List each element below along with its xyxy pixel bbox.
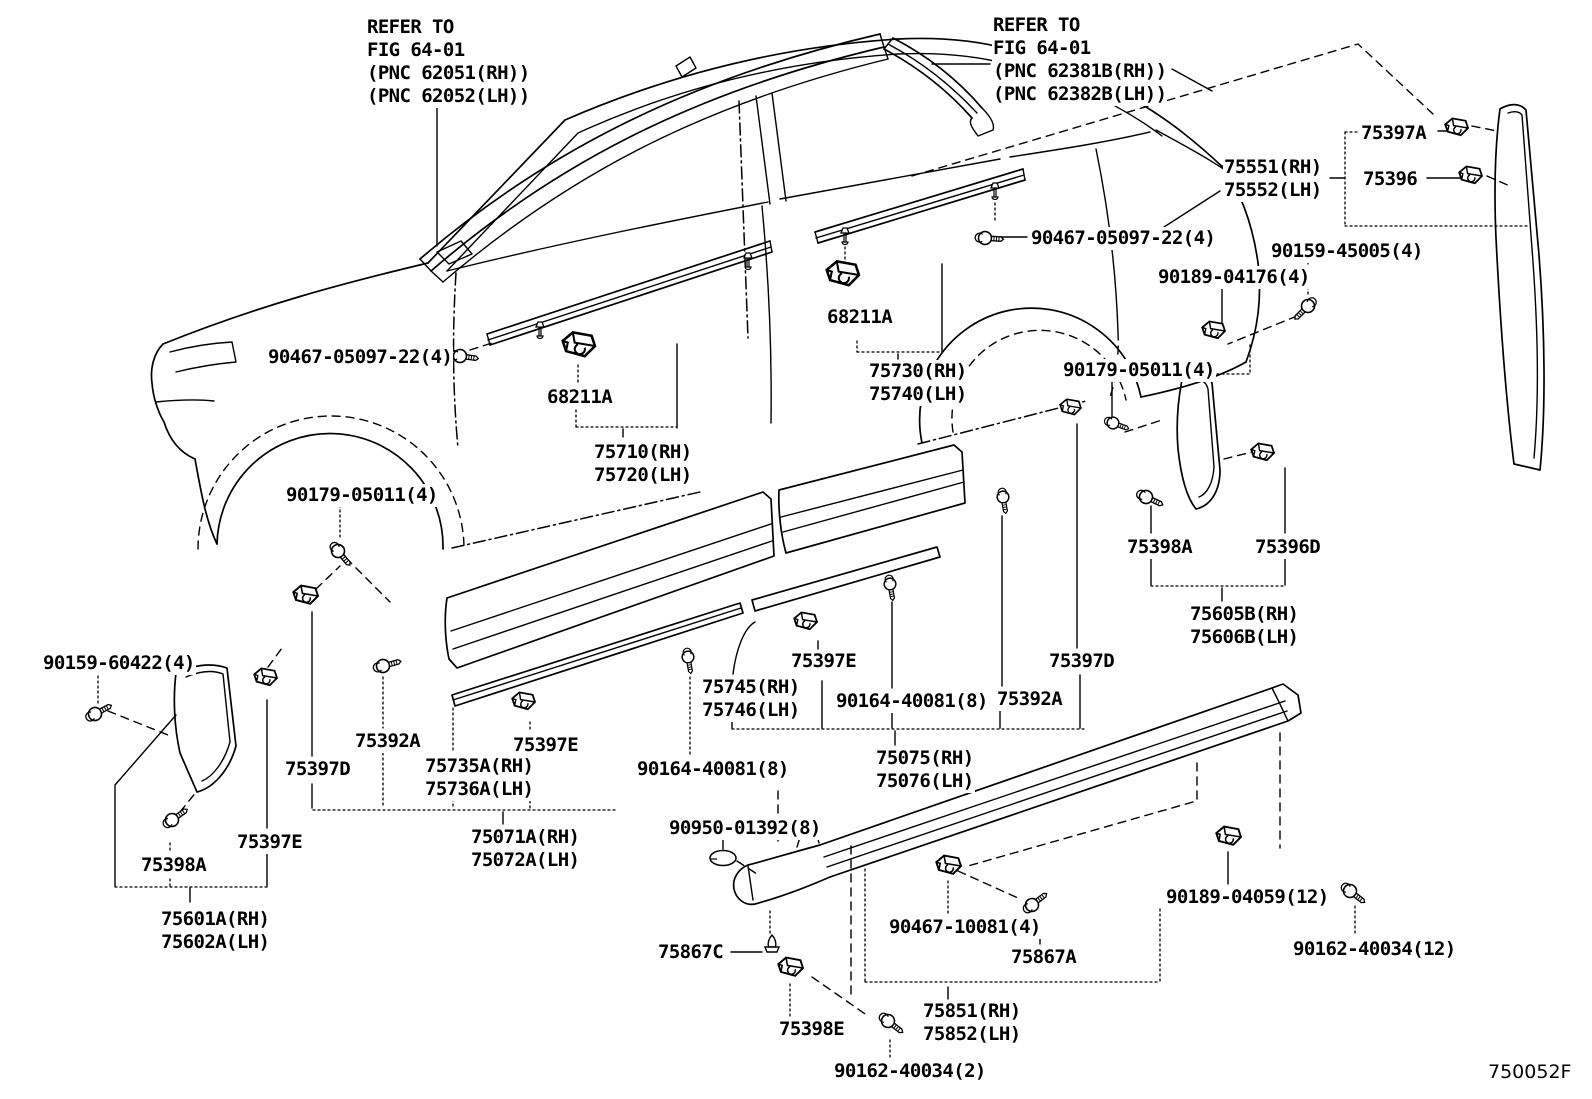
label-75392A-right: 75392A bbox=[996, 688, 1064, 711]
label-75710-75720: 75710(RH) 75720(LH) bbox=[593, 441, 693, 487]
label-75397E-right: 75397E bbox=[790, 650, 858, 673]
label-75398A-right: 75398A bbox=[1126, 536, 1194, 559]
alignment-dashes bbox=[107, 43, 1513, 1017]
label-90950-01392: 90950-01392(8) bbox=[668, 817, 822, 840]
screw-icon bbox=[1019, 887, 1052, 917]
screw-icon bbox=[679, 646, 698, 676]
rear-rail-moulding-part bbox=[883, 37, 995, 137]
label-90189-04059: 90189-04059(12) bbox=[1165, 886, 1330, 909]
label-75867A: 75867A bbox=[1010, 946, 1078, 969]
screw-icon bbox=[973, 230, 1005, 247]
bracket-lines bbox=[97, 131, 1530, 1058]
clip-icon bbox=[292, 584, 319, 605]
clip-icon bbox=[825, 260, 861, 287]
screw-icon bbox=[1289, 293, 1321, 325]
label-75397E-middle: 75397E bbox=[512, 734, 580, 757]
label-75397D-left: 75397D bbox=[284, 758, 352, 781]
label-75605B-75606B: 75605B(RH) 75606B(LH) bbox=[1189, 603, 1300, 649]
rocker-moulding-part bbox=[732, 683, 1302, 906]
refer-note-right: REFER TO FIG 64-01 (PNC 62381B(RH)) (PNC… bbox=[992, 14, 1168, 106]
clip-icon bbox=[511, 691, 536, 711]
label-75397E-left: 75397E bbox=[236, 831, 304, 854]
label-75745-75746: 75745(RH) 75746(LH) bbox=[701, 676, 801, 722]
quarter-moulding-part bbox=[1176, 371, 1221, 510]
label-90164-40081-right: 90164-40081(8) bbox=[835, 690, 989, 713]
clip-icon bbox=[1458, 165, 1483, 185]
clip-icon bbox=[1201, 320, 1226, 340]
label-90467-10081: 90467-10081(4) bbox=[888, 916, 1042, 939]
car-body-outline bbox=[150, 37, 1261, 550]
clip-icon bbox=[793, 611, 818, 631]
label-90179-05011-right: 90179-05011(4) bbox=[1062, 359, 1216, 382]
belt-moulding-rear-part bbox=[814, 168, 1026, 244]
label-90467-05097-left: 90467-05097-22(4) bbox=[267, 346, 454, 369]
clip-icon bbox=[1059, 398, 1082, 416]
screw-icon bbox=[325, 538, 356, 571]
label-75075-75076: 75075(RH) 75076(LH) bbox=[875, 747, 975, 793]
refer-note-left: REFER TO FIG 64-01 (PNC 62051(RH)) (PNC … bbox=[366, 16, 531, 108]
label-68211A-rear: 68211A bbox=[826, 306, 894, 329]
label-90159-45005: 90159-45005(4) bbox=[1270, 240, 1424, 263]
clip-icon bbox=[1250, 442, 1275, 462]
label-90162-40034-12: 90162-40034(12) bbox=[1292, 938, 1457, 961]
screw-icon bbox=[159, 803, 192, 832]
fender-moulding-part bbox=[173, 664, 237, 793]
leader-lines bbox=[114, 63, 1465, 1000]
screw-icon bbox=[875, 1009, 908, 1039]
front-door-moulding-part bbox=[444, 491, 775, 669]
label-68211A-front: 68211A bbox=[546, 386, 614, 409]
pillar-moulding-part bbox=[1494, 103, 1545, 471]
label-90162-40034-2: 90162-40034(2) bbox=[833, 1060, 987, 1083]
label-75551-75552: 75551(RH) 75552(LH) bbox=[1223, 156, 1323, 202]
label-90467-05097-right: 90467-05097-22(4) bbox=[1030, 227, 1217, 250]
label-90164-40081-left: 90164-40081(8) bbox=[636, 758, 790, 781]
label-75398E: 75398E bbox=[778, 1018, 846, 1041]
label-75396D: 75396D bbox=[1254, 536, 1322, 559]
diagram-code: 750052F bbox=[1488, 1061, 1572, 1083]
clip-icon bbox=[1215, 825, 1242, 846]
label-75392A-left: 75392A bbox=[354, 730, 422, 753]
label-75397A: 75397A bbox=[1360, 122, 1428, 145]
label-75398A-left: 75398A bbox=[140, 854, 208, 877]
label-75730-75740: 75730(RH) 75740(LH) bbox=[868, 360, 968, 406]
label-75071A-75072A: 75071A(RH) 75072A(LH) bbox=[470, 826, 581, 872]
screw-icon bbox=[994, 486, 1013, 516]
rivet-icon bbox=[764, 934, 780, 953]
label-90189-04176: 90189-04176(4) bbox=[1157, 266, 1311, 289]
label-75735A-75736A: 75735A(RH) 75736A(LH) bbox=[424, 755, 535, 801]
label-75851-75852: 75851(RH) 75852(LH) bbox=[922, 1000, 1022, 1046]
screw-icon bbox=[1133, 486, 1167, 512]
label-75397D-right: 75397D bbox=[1048, 650, 1116, 673]
label-90159-60422: 90159-60422(4) bbox=[42, 652, 196, 675]
clip-icon bbox=[935, 854, 962, 875]
screw-icon bbox=[371, 654, 404, 676]
clip-icon bbox=[1444, 117, 1469, 137]
label-75601A-75602A: 75601A(RH) 75602A(LH) bbox=[160, 908, 271, 954]
clip-icon bbox=[561, 331, 597, 358]
rear-door-moulding-part bbox=[777, 444, 966, 554]
label-75867C: 75867C bbox=[657, 941, 725, 964]
roof-drip-moulding-part bbox=[419, 33, 889, 283]
clip-icon bbox=[253, 667, 278, 687]
label-75396: 75396 bbox=[1362, 168, 1419, 191]
screw-icon bbox=[881, 573, 900, 603]
belt-moulding-front-part bbox=[486, 240, 773, 346]
clip-icon bbox=[777, 956, 804, 977]
lower-strip-parts bbox=[451, 546, 941, 707]
pin-icon bbox=[990, 182, 1000, 201]
label-90179-05011-left: 90179-05011(4) bbox=[285, 484, 439, 507]
grommet-icon bbox=[709, 849, 737, 867]
screw-icon bbox=[1337, 879, 1370, 909]
